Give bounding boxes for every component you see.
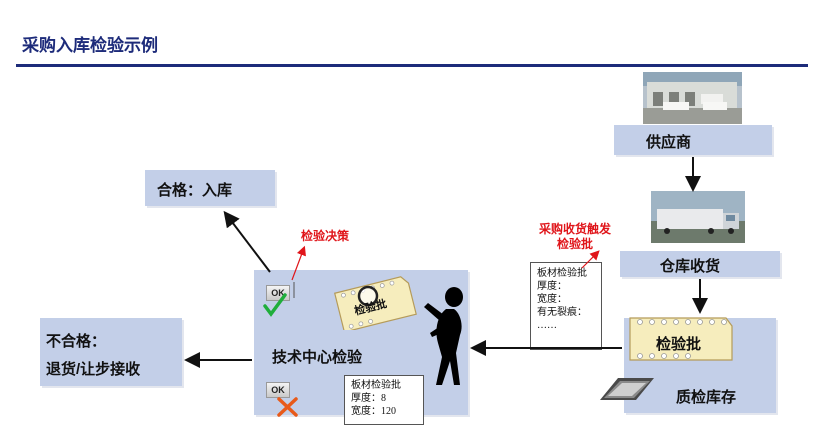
arrow-decision-red bbox=[292, 248, 304, 280]
arrow-tech-to-pass bbox=[226, 214, 270, 272]
arrow-trigger-red bbox=[582, 252, 598, 268]
